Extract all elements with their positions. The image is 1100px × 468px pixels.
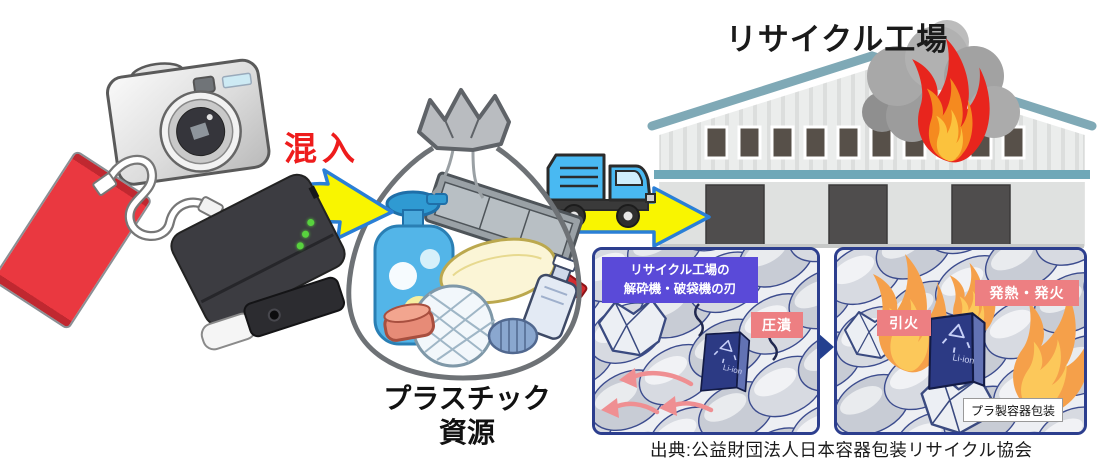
led-indicator	[306, 217, 316, 228]
crush-tag: 圧潰	[751, 312, 803, 338]
plastic-resource-line2: 資源	[438, 417, 495, 449]
factory-doors	[705, 184, 1011, 247]
camera-drawing	[106, 58, 271, 186]
plastic-resource-line1: プラスチック	[383, 383, 551, 414]
rotation-arrows	[601, 368, 714, 418]
pink-cap	[383, 303, 435, 342]
bag-knot	[417, 88, 511, 152]
crusher-caption: リサイクル工場の 解砕機・破袋機の刃	[602, 257, 758, 303]
crusher-caption-line1: リサイクル工場の	[630, 263, 730, 277]
crusher-caption-line2: 解砕機・破袋機の刃	[623, 281, 737, 296]
packaging-label: プラ製容器包装	[963, 398, 1063, 422]
bag-outline	[346, 145, 582, 381]
small-bottle	[522, 254, 578, 340]
mesh-bag	[411, 284, 496, 368]
plastic-resource-label: プラスチック 資源	[378, 382, 556, 450]
roof-trim	[647, 51, 1097, 131]
teal-band-edge	[654, 179, 1090, 182]
blue-ribbed-cap	[487, 317, 539, 355]
bag-creases	[431, 149, 485, 199]
crusher-scene: Li-ion	[595, 250, 817, 432]
bag-contents	[373, 171, 588, 368]
fire-scene: Li-ion	[837, 250, 1084, 432]
digital-camera-illustration	[93, 37, 286, 205]
page-title: リサイクル工場	[725, 22, 949, 57]
battery-label: Li-ion	[952, 352, 975, 366]
teal-band	[654, 170, 1090, 179]
smoke-fire-group	[862, 20, 1020, 163]
crush-squiggle-left	[694, 303, 704, 337]
usb-plug-a	[92, 172, 118, 196]
ignition-tag: 引火	[877, 310, 931, 336]
fire-panel: Li-ion 引火 発熱・発火 プラ製容器包装	[834, 247, 1087, 435]
source-attribution: 出典:公益財団法人日本容器包装リサイクル協会	[650, 440, 1033, 460]
heat-tag: 発熱・発火	[975, 280, 1079, 306]
next-step-arrow-icon	[818, 333, 834, 361]
ground-line	[660, 244, 1084, 248]
e-cigarette-button	[266, 306, 283, 324]
plastic-bag-illustration	[346, 88, 588, 381]
led-indicator	[300, 229, 311, 239]
crusher-panel: Li-ion リサイクル工場の 解砕機・破袋機の刃 圧潰	[592, 247, 820, 435]
mixing-text: 混入	[284, 130, 360, 167]
